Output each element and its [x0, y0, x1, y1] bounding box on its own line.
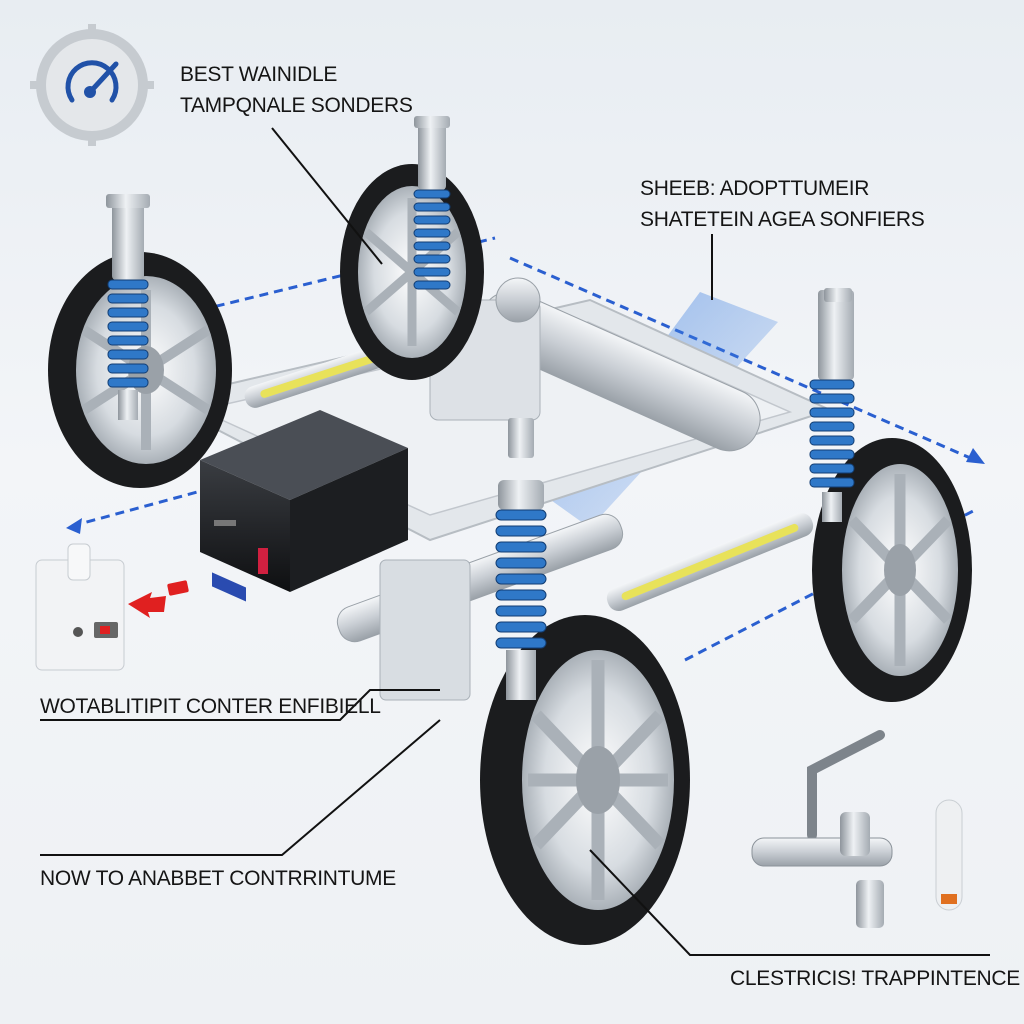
label-bottom-left: NOW TO ANABBET CONTRRINTUME	[40, 867, 396, 890]
coilover-front-right	[809, 288, 855, 522]
coilover-rear-left	[106, 194, 150, 420]
valve-tool-icon	[751, 730, 963, 928]
control-unit-box	[200, 410, 408, 602]
gauge-gear-icon	[30, 24, 154, 146]
label-top-left-line1: BEST WAINIDLE	[180, 63, 338, 86]
callout-lines	[40, 127, 990, 956]
label-mid-left: WOTABLITIPIT CONTER ENFIBIELL	[40, 695, 381, 718]
coilover-rear-right	[413, 116, 451, 290]
signal-arrow	[128, 580, 189, 618]
label-top-left-line2: TAMPQNALE SONDERS	[180, 94, 413, 117]
wheel-front-right	[812, 438, 972, 702]
label-top-right-line1: SHEEB: ADOPTTUMEIR	[640, 177, 870, 200]
wheel-front-left	[480, 615, 690, 945]
wheel-rear-right	[340, 164, 484, 380]
sensor-module-icon	[35, 543, 125, 671]
coilover-front-left	[495, 418, 547, 700]
label-top-right-line2: SHATETEIN AGEA SONFIERS	[640, 208, 925, 231]
label-bottom-right: CLESTRICIS! TRAPPINTENCE	[730, 967, 1020, 990]
